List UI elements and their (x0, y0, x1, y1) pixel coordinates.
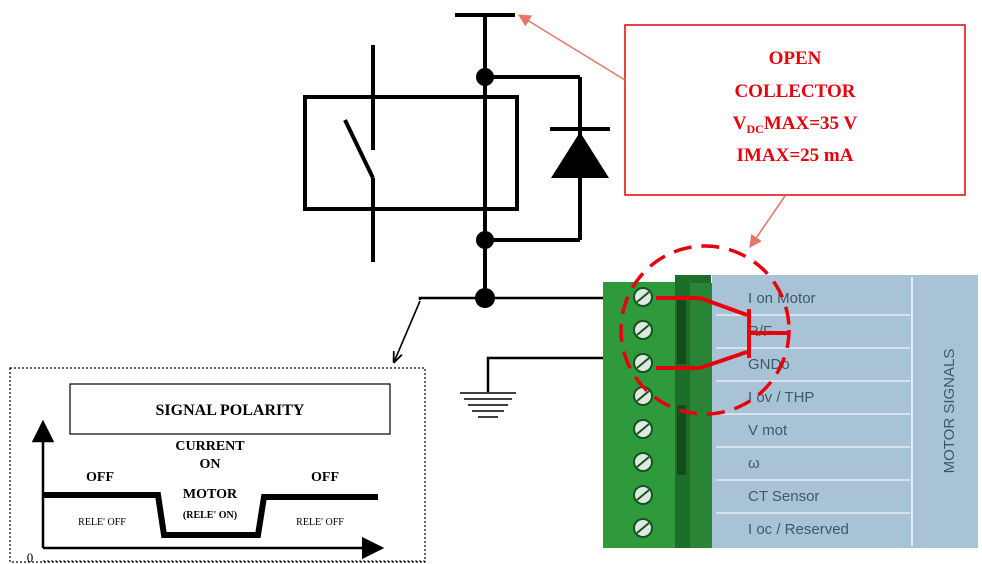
callout-arrow-supply (517, 14, 626, 81)
motor-signals-label: MOTOR SIGNALS (941, 349, 958, 474)
open-collector-callout (624, 24, 966, 196)
terminal-screw (633, 320, 653, 340)
terminal-screw (633, 518, 653, 538)
ground-symbol (460, 392, 516, 418)
signal-row-label: I ov / THP (748, 389, 814, 406)
polarity-labels: 0 OFF CURRENT ON MOTOR (RELE' ON) OFF RE… (27, 439, 345, 564)
signal-row-label: V mot (748, 422, 788, 439)
signal-row-label: CT Sensor (748, 488, 819, 505)
junction-top (476, 68, 494, 86)
terminal-screw (633, 452, 653, 472)
terminal-block (603, 275, 714, 548)
transistor-highlight-circle (619, 244, 791, 416)
signal-row-label: I on Motor (748, 290, 816, 307)
callout-line-2: COLLECTOR (734, 81, 855, 102)
relay-schematic (303, 13, 582, 298)
diode-symbol (550, 127, 610, 178)
signal-row-label: ω (748, 455, 760, 472)
junction-mid (476, 231, 494, 249)
callout-line-4: IMAX=25 mA (737, 145, 854, 166)
rele-off-left-label: RELE' OFF (78, 517, 126, 528)
terminal-screw (633, 287, 653, 307)
rele-off-right-label: RELE' OFF (296, 517, 344, 528)
polarity-axes (31, 419, 385, 560)
polarity-pointer-arrow (394, 300, 421, 362)
callout-arrow-transistor (749, 195, 786, 249)
zero-label: 0 (27, 550, 34, 564)
terminal-screw (633, 353, 653, 373)
callout-line-3: VDCMAX=35 V (733, 113, 858, 136)
contact-blade (343, 119, 375, 179)
relay-box (303, 95, 519, 211)
polarity-title-box (69, 383, 391, 435)
off-right-label: OFF (311, 470, 339, 485)
polarity-title: SIGNAL POLARITY (156, 402, 305, 419)
signal-row-label: I oc / Reserved (748, 521, 849, 538)
callout-line-1: OPEN (769, 48, 822, 69)
terminal-screw (633, 485, 653, 505)
current-label: CURRENT (175, 439, 245, 454)
callout-text: OPEN COLLECTOR VDCMAX=35 V IMAX=25 mA (733, 48, 858, 166)
off-left-label: OFF (86, 470, 114, 485)
motor-label: MOTOR (183, 487, 238, 502)
terminal-screw (633, 419, 653, 439)
terminal-screw (633, 386, 653, 406)
rele-on-label: (RELE' ON) (183, 510, 237, 521)
on-label: ON (200, 457, 221, 472)
transistor-symbol (656, 296, 790, 370)
polarity-waveform (43, 492, 378, 538)
